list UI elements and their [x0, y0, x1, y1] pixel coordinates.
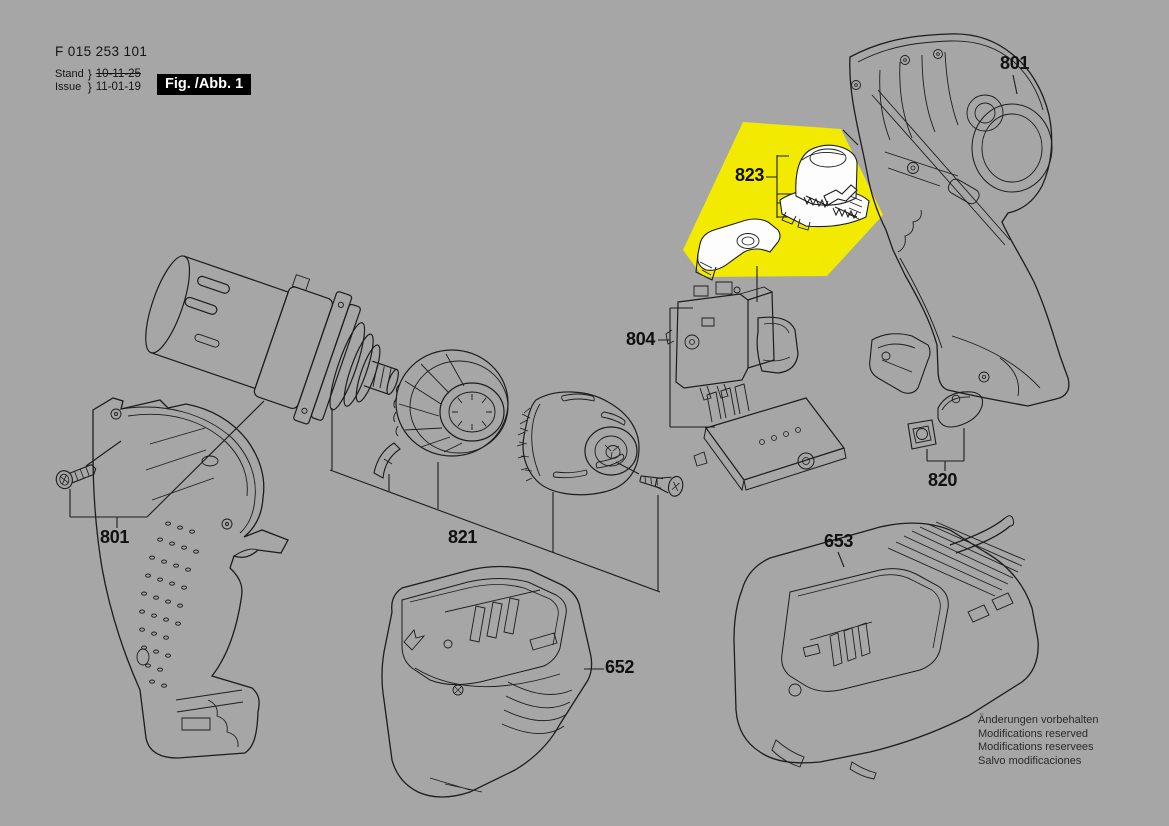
charger-drawing: [734, 516, 1038, 779]
housing-flap-drawing: [870, 334, 930, 394]
battery-drawing: [382, 567, 592, 798]
notice-line-de: Änderungen vorbehalten: [978, 714, 1099, 726]
notice-line-fr: Modifications reservees: [978, 741, 1094, 753]
cover-parts-drawing: [908, 392, 983, 449]
part-label-804-switch: 804: [626, 329, 656, 349]
detent-lever: [824, 185, 857, 205]
left-screw-drawing: [54, 463, 98, 490]
part-label-653-charger: 653: [824, 531, 854, 551]
clutch-ring-drawing: [394, 350, 508, 456]
leader-lines: [70, 75, 1017, 669]
figure-label-box: Fig. /Abb. 1: [157, 74, 252, 95]
document-number: F 015 253 101: [55, 44, 148, 59]
drawing-header: F 015 253 101 Stand Issue } } 10-11-25 1…: [55, 44, 147, 94]
issue-label: Issue: [55, 81, 82, 93]
slider-cap: [796, 145, 857, 205]
brace-glyph: }: [87, 80, 92, 94]
part-label-652-battery: 652: [605, 657, 635, 677]
part-label-820-cover-set: 820: [928, 470, 958, 490]
notice-line-en: Modifications reserved: [978, 727, 1089, 740]
part-label-821-chuck-group: 821: [448, 527, 478, 547]
rights-notice: Änderungen vorbehalten Modifications res…: [978, 714, 1098, 768]
connector-board-drawing: [694, 384, 846, 490]
stand-label: Stand: [55, 68, 84, 80]
spring-2: [833, 207, 857, 218]
motor-gearbox-drawing: [131, 233, 419, 447]
current-revision-date: 11-01-19: [95, 81, 141, 93]
notice-line-es: Salvo modificaciones: [978, 754, 1082, 767]
grip-texture-dots: [140, 522, 199, 687]
left-housing-drawing: [93, 398, 288, 758]
brace-glyph: }: [87, 67, 92, 81]
right-housing-drawing: [850, 34, 1069, 406]
chuck-drawing: [517, 392, 639, 495]
switch-module-drawing: [666, 282, 798, 400]
revision-block: Stand Issue } } 10-11-25 11-01-19: [55, 68, 147, 94]
old-revision-date: 10-11-25: [95, 68, 141, 80]
part-label-823-lever-set: 823: [735, 165, 765, 185]
part-label-801-left-housing: 801: [100, 527, 130, 547]
clip-part-drawing: [374, 443, 400, 478]
chuck-screw-drawing: [638, 469, 684, 498]
lever-kit-drawing: [696, 145, 869, 280]
part-label-801-right-housing: 801: [1000, 53, 1030, 73]
spring-1: [804, 196, 828, 207]
